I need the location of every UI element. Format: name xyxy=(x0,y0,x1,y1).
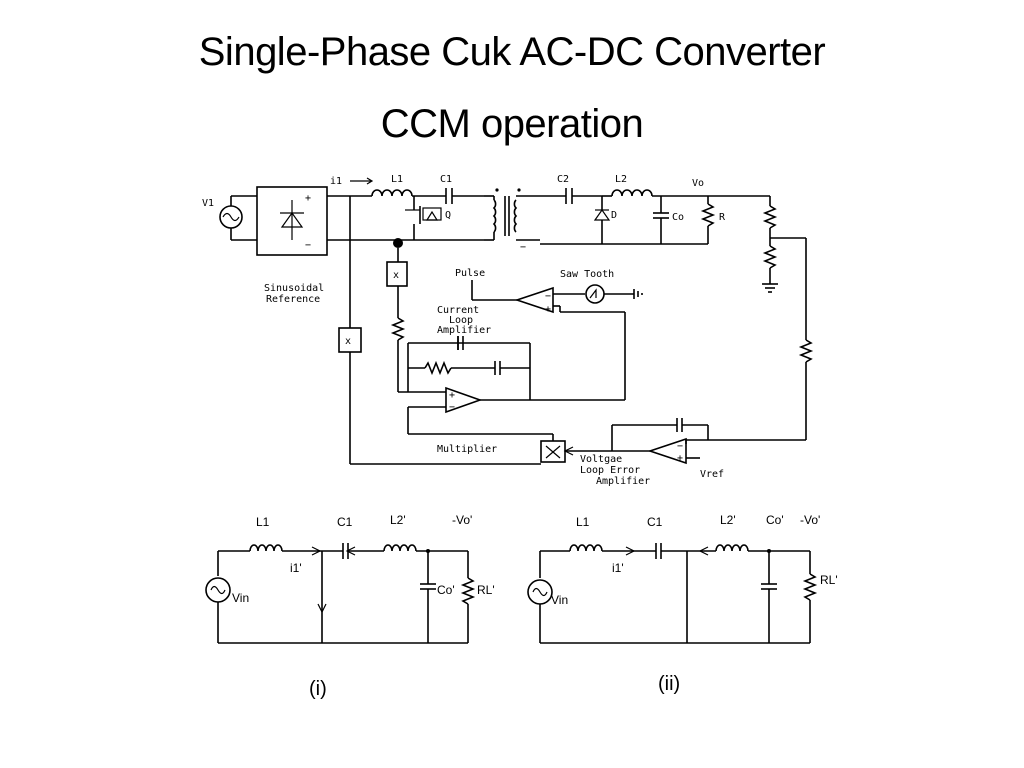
label-vref: Vref xyxy=(700,469,724,480)
slide-subtitle: CCM operation xyxy=(380,102,644,146)
vla-feedback-cap xyxy=(676,418,683,432)
eq1-label-vin: Vin xyxy=(232,591,249,605)
label-c1: C1 xyxy=(440,174,452,185)
pwm-comparator: − + xyxy=(514,286,554,315)
eq1-label-c1: C1 xyxy=(337,515,353,529)
sensor-multiplier-box: x xyxy=(386,261,408,318)
resistor-r: R xyxy=(700,196,726,244)
eq1-label-i1: i1' xyxy=(290,561,302,575)
transformer xyxy=(484,188,540,241)
label-rect-minus: − xyxy=(305,240,311,251)
eq1-label-l2: L2' xyxy=(390,513,406,527)
label-saw-tooth: Saw Tooth xyxy=(560,269,614,280)
eq2-label-vin: Vin xyxy=(551,593,568,607)
equivalent-circuit-1: L1 C1 L2' -Vo' Vin i1' Co' RL' (i) xyxy=(205,513,495,700)
eq1-label-vo: -Vo' xyxy=(452,513,472,527)
input-resistor xyxy=(390,317,406,392)
label-l1: L1 xyxy=(391,174,403,185)
cla-minus: − xyxy=(449,402,455,413)
eq1-label-l1: L1 xyxy=(256,515,270,529)
cla-plus: + xyxy=(449,390,455,401)
pwm-plus: + xyxy=(545,304,551,315)
eq1-caption: (i) xyxy=(309,678,327,700)
label-vla-2: Loop Error xyxy=(580,465,640,476)
eq2-label-l1: L1 xyxy=(576,515,590,529)
equivalent-circuit-2: L1 C1 L2' Co' -Vo' Vin i1' RL' (ii) xyxy=(527,513,838,695)
capacitor-c1: C1 xyxy=(440,174,453,204)
label-sec-minus: − xyxy=(520,242,526,253)
label-r: R xyxy=(719,212,726,223)
label-x-top: x xyxy=(393,270,399,281)
label-vla-1: Voltgae xyxy=(580,454,622,465)
slide-title: Single-Phase Cuk AC-DC Converter xyxy=(198,30,826,74)
eq2-label-co: Co' xyxy=(766,513,784,527)
label-l2: L2 xyxy=(615,174,627,185)
voltage-divider xyxy=(762,196,814,440)
capacitor-c2: C2 xyxy=(557,174,573,204)
pwm-minus: − xyxy=(545,291,551,302)
sawtooth-source xyxy=(585,284,605,304)
inductor-l1: L1 xyxy=(371,174,413,197)
current-loop-amplifier: + − xyxy=(445,386,483,414)
main-schematic: V1 + − i1 L1 C1 xyxy=(202,174,814,487)
label-vo: Vo xyxy=(692,178,704,189)
ac-source-v1: V1 xyxy=(202,195,257,241)
inductor-l2: L2 xyxy=(602,174,653,197)
label-pulse: Pulse xyxy=(455,268,485,279)
bridge-rectifier: + − xyxy=(256,186,328,256)
vla-plus: + xyxy=(677,453,683,464)
label-cla-1: Current xyxy=(437,305,479,316)
label-i1: i1 xyxy=(330,176,342,187)
feedback-capacitor xyxy=(457,336,464,350)
label-co: Co xyxy=(672,212,684,223)
eq1-label-rl: RL' xyxy=(477,583,495,597)
label-cla-3: Amplifier xyxy=(437,325,491,336)
eq2-caption: (ii) xyxy=(658,673,680,695)
current-arrow-icon xyxy=(350,177,374,185)
label-cla-2: Loop xyxy=(449,315,473,326)
eq2-label-l2: L2' xyxy=(720,513,736,527)
label-sinref-2: Reference xyxy=(266,294,320,305)
eq2-label-i1: i1' xyxy=(612,561,624,575)
label-v1: V1 xyxy=(202,198,214,209)
eq1-label-co: Co' xyxy=(437,583,455,597)
current-sensor xyxy=(393,238,403,262)
vla-minus: − xyxy=(677,441,683,452)
sinref-multiplier-box: x xyxy=(338,327,362,353)
label-sinref-1: Sinusoidal xyxy=(264,283,324,294)
capacitor-co: Co xyxy=(653,196,684,244)
diode-d: D xyxy=(593,196,617,244)
feedback-resistor xyxy=(424,360,452,376)
multiplier-block xyxy=(540,440,566,463)
label-vla-3: Amplifier xyxy=(596,476,650,487)
label-x-left: x xyxy=(345,336,351,347)
label-rect-plus: + xyxy=(305,193,311,204)
label-multiplier: Multiplier xyxy=(437,444,497,455)
eq2-label-vo: -Vo' xyxy=(800,513,820,527)
label-q: Q xyxy=(445,210,451,221)
switch-q: Q xyxy=(405,196,451,240)
eq2-label-c1: C1 xyxy=(647,515,663,529)
label-d: D xyxy=(611,210,617,221)
label-c2: C2 xyxy=(557,174,569,185)
feedback-cap-2 xyxy=(494,361,501,375)
voltage-loop-amplifier: − + xyxy=(647,437,687,465)
eq2-label-rl: RL' xyxy=(820,573,838,587)
